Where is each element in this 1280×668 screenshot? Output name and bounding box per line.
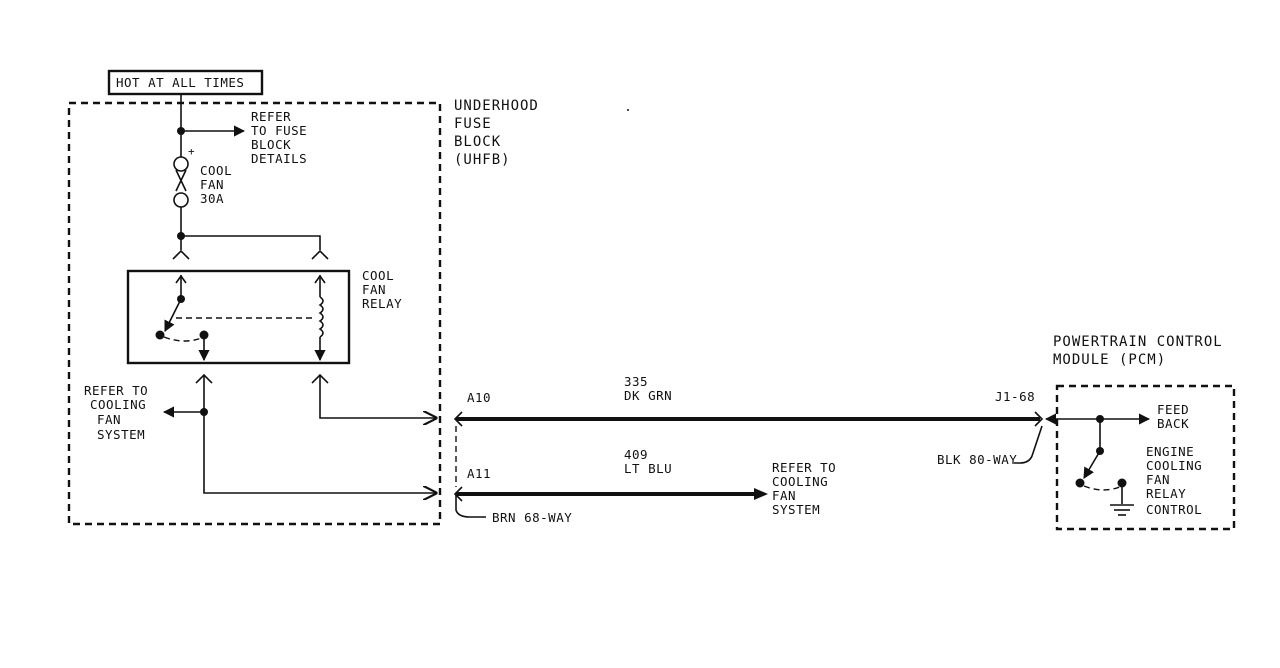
arrow-icon <box>754 488 768 500</box>
coil-feed-wire <box>181 235 321 250</box>
svg-text:REFER TO: REFER TO <box>84 383 148 398</box>
brn-connector-leader <box>455 494 486 518</box>
svg-text:BACK: BACK <box>1157 416 1189 431</box>
uhfb-label: UNDERHOOD FUSE BLOCK (UHFB) <box>454 98 539 168</box>
terminal-j1-68-label: J1-68 <box>995 389 1035 404</box>
connector-chevron-icon <box>311 249 329 260</box>
coil-output-wire <box>319 376 436 418</box>
connector-chevron-icon <box>172 249 190 260</box>
uhfb-boundary <box>67 101 442 526</box>
svg-text:UNDERHOOD: UNDERHOOD <box>454 98 539 114</box>
circuit-335-color: DK GRN <box>624 388 672 403</box>
feed-back-label: FEED BACK <box>1157 402 1189 431</box>
pcm-boundary <box>1055 384 1236 531</box>
svg-text:FAN: FAN <box>1146 472 1170 487</box>
circuit-335-number: 335 <box>624 374 648 389</box>
refer-cooling-fan-label-left: REFER TO COOLING FAN SYSTEM <box>84 383 148 442</box>
svg-text:(UHFB): (UHFB) <box>454 152 511 168</box>
svg-text:SYSTEM: SYSTEM <box>772 502 820 517</box>
svg-text:HOT AT ALL TIMES: HOT AT ALL TIMES <box>116 75 244 90</box>
svg-text:POWERTRAIN CONTROL: POWERTRAIN CONTROL <box>1053 334 1223 350</box>
circuit-409-color: LT BLU <box>624 461 672 476</box>
svg-text:FUSE: FUSE <box>454 116 492 132</box>
svg-text:+: + <box>188 145 195 158</box>
cool-fan-fuse-label: COOL FAN 30A <box>200 163 232 206</box>
hot-at-all-times-label: HOT AT ALL TIMES <box>107 69 264 96</box>
refer-fuse-block-label: REFER TO FUSE BLOCK DETAILS <box>251 109 307 166</box>
cool-fan-relay-label: COOL FAN RELAY <box>362 268 402 311</box>
svg-text:RELAY: RELAY <box>362 296 402 311</box>
svg-text:ENGINE: ENGINE <box>1146 444 1194 459</box>
connector-chevron-icon <box>311 373 329 384</box>
pcm-title: POWERTRAIN CONTROL MODULE (PCM) <box>1053 334 1223 368</box>
svg-text:COOLING: COOLING <box>772 474 828 489</box>
connector-chevron-icon <box>1034 411 1044 427</box>
speck <box>627 109 629 111</box>
svg-text:MODULE (PCM): MODULE (PCM) <box>1053 352 1166 368</box>
svg-text:COOLING: COOLING <box>1146 458 1202 473</box>
svg-text:BLOCK: BLOCK <box>251 137 291 152</box>
ground-icon <box>1110 504 1134 516</box>
relay-coil-icon <box>314 274 326 362</box>
svg-text:COOL: COOL <box>362 268 394 283</box>
svg-text:FEED: FEED <box>1157 402 1189 417</box>
svg-text:REFER TO: REFER TO <box>772 460 836 475</box>
pcm-driver-switch-icon <box>1075 419 1127 504</box>
fuse-icon: + <box>173 145 195 208</box>
svg-text:FAN: FAN <box>200 177 224 192</box>
svg-text:BLOCK: BLOCK <box>454 134 501 150</box>
svg-text:SYSTEM: SYSTEM <box>97 427 145 442</box>
svg-text:FAN: FAN <box>97 412 121 427</box>
svg-text:COOL: COOL <box>200 163 232 178</box>
connector-chevron-icon <box>453 411 463 427</box>
cool-fan-relay-box <box>126 269 351 365</box>
blk-connector-leader <box>1014 425 1043 464</box>
svg-text:30A: 30A <box>200 191 224 206</box>
svg-text:DETAILS: DETAILS <box>251 151 307 166</box>
relay-switch-icon <box>155 274 312 362</box>
svg-text:COOLING: COOLING <box>90 397 146 412</box>
svg-text:REFER: REFER <box>251 109 291 124</box>
svg-text:TO FUSE: TO FUSE <box>251 123 307 138</box>
blk-80-way-label: BLK 80-WAY <box>937 452 1017 467</box>
terminal-a10-label: A10 <box>467 390 491 405</box>
connector-chevron-icon <box>195 373 213 384</box>
engine-cooling-fan-relay-control-label: ENGINE COOLING FAN RELAY CONTROL <box>1146 444 1202 517</box>
svg-text:FAN: FAN <box>362 282 386 297</box>
brn-68-way-label: BRN 68-WAY <box>492 510 572 525</box>
svg-text:CONTROL: CONTROL <box>1146 502 1202 517</box>
terminal-a11-label: A11 <box>467 466 491 481</box>
circuit-409-number: 409 <box>624 447 648 462</box>
connector-chevron-icon <box>453 486 463 502</box>
svg-text:FAN: FAN <box>772 488 796 503</box>
svg-text:RELAY: RELAY <box>1146 486 1186 501</box>
refer-cooling-fan-label-right: REFER TO COOLING FAN SYSTEM <box>772 460 836 517</box>
